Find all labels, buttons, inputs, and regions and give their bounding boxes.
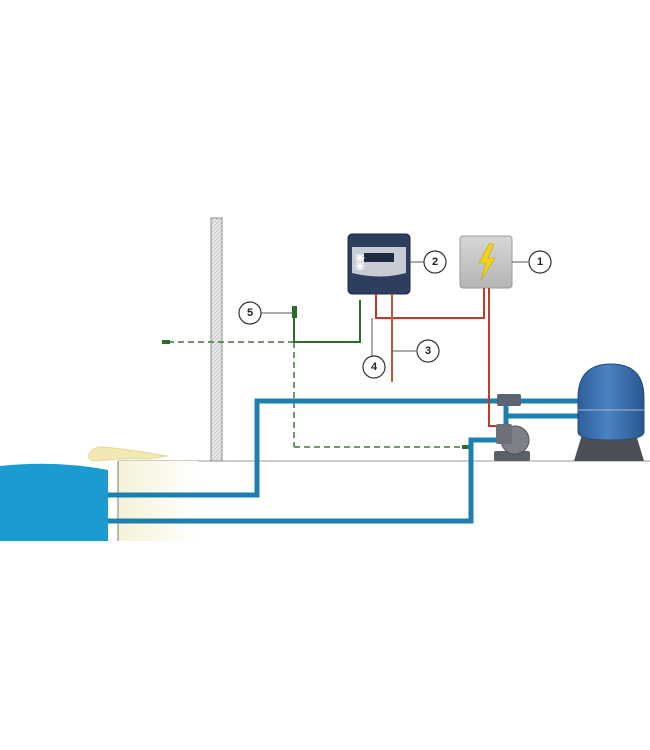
sensor-probe (292, 306, 297, 318)
power-lines (375, 288, 500, 427)
sensor-line-solid (293, 300, 361, 343)
callout-4: 4 (362, 355, 386, 379)
sand-filter (574, 363, 645, 461)
callout-3-label: 3 (425, 345, 431, 357)
return-pipe (108, 398, 592, 498)
valve-body (497, 394, 521, 406)
pump-base (494, 451, 530, 461)
callout-3: 3 (416, 339, 440, 363)
power-line-main (375, 288, 485, 319)
callout-2-label: 2 (432, 256, 438, 268)
callout-1: 1 (528, 250, 552, 274)
callout-leaders (261, 261, 528, 356)
water-sensor (462, 445, 470, 449)
callout-4-label: 4 (371, 361, 378, 373)
pump-housing (496, 424, 512, 444)
callout-2: 2 (423, 250, 447, 274)
building-wall (210, 217, 223, 462)
outdoor-sensor (162, 340, 170, 344)
lightning-bolt-icon (478, 243, 496, 281)
pool-deck (118, 461, 198, 541)
pool-towel (87, 446, 169, 462)
pool-water (0, 463, 108, 541)
suction-pipe (108, 437, 506, 524)
control-unit-display (364, 253, 394, 262)
callout-5: 5 (238, 301, 262, 325)
callout-1-label: 1 (537, 256, 543, 268)
pump (494, 424, 530, 461)
snowflake-icon (355, 253, 365, 271)
callout-5-label: 5 (247, 307, 253, 319)
filter-tank (577, 363, 645, 441)
